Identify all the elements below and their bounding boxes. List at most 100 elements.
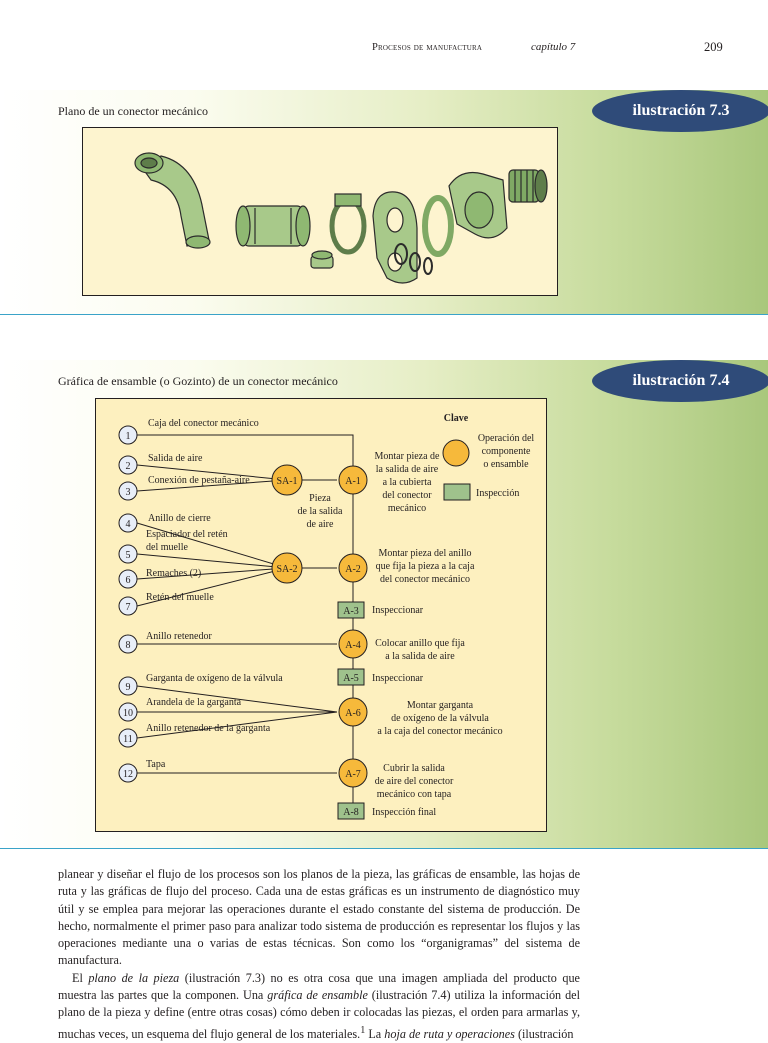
component-number: 6 xyxy=(126,575,131,586)
subassembly-circle xyxy=(271,464,303,496)
running-head: Procesos de manufactura capítulo 7 209 xyxy=(0,40,768,60)
component-circle xyxy=(118,763,138,783)
component-label: Anillo de cierre xyxy=(148,513,211,524)
operation-code: A-8 xyxy=(343,807,359,818)
component-number: 10 xyxy=(123,708,133,719)
operation-desc: a la cubierta xyxy=(383,477,432,488)
operation-desc: del conector mecánico xyxy=(380,574,470,585)
component-circle xyxy=(118,455,138,475)
component-number: 1 xyxy=(126,431,131,442)
component-label: Anillo retenedor xyxy=(146,631,212,642)
key-title: Clave xyxy=(444,413,469,424)
operation-desc: Inspeccionar xyxy=(372,605,424,616)
operation-nodes: A-1 A-2 A-3 A-4 A-5 A-6 A-7 A-8 xyxy=(337,465,368,820)
assembly-chart: 1 2 3 4 5 6 7 8 9 10 11 12 Caja del cone… xyxy=(95,398,547,832)
subassembly-circle xyxy=(271,552,303,584)
text-run: (ilustración xyxy=(514,1026,574,1041)
operation-code: A-6 xyxy=(345,708,361,719)
key-operation-label: Operación del xyxy=(478,433,535,444)
component-circle xyxy=(118,728,138,748)
component-number: 5 xyxy=(126,550,131,561)
chart-key: Clave Operación del componente o ensambl… xyxy=(442,413,535,501)
component-label: Conexión de pestaña-aire xyxy=(148,475,250,486)
key-operation-label: componente xyxy=(482,446,531,457)
component-circle xyxy=(118,569,138,589)
subassembly-note: Pieza xyxy=(309,493,331,504)
component-number: 2 xyxy=(126,461,131,472)
component-circle xyxy=(118,634,138,654)
component-labels: Caja del conector mecánico Salida de air… xyxy=(146,418,283,770)
term-grafica-de-ensamble: gráfica de ensamble xyxy=(267,988,368,1003)
component-label: Caja del conector mecánico xyxy=(148,418,259,429)
subassembly-code: SA-2 xyxy=(276,564,297,575)
text-run: (ilustración 7.3) no es otra cosa que un… xyxy=(58,970,580,1003)
section-rule xyxy=(0,848,768,849)
operation-desc: Cubrir la salida xyxy=(383,763,445,774)
component-number: 3 xyxy=(126,487,131,498)
page-number: 209 xyxy=(704,40,723,54)
chapter-label: capítulo 7 xyxy=(531,41,576,53)
operation-desc: mecánico con tapa xyxy=(377,789,452,800)
component-circles xyxy=(118,425,138,783)
component-number: 9 xyxy=(126,682,131,693)
component-label: Tapa xyxy=(146,759,166,770)
operation-descriptions: Montar pieza de la salida de aire a la c… xyxy=(372,451,503,818)
subassembly-code: SA-1 xyxy=(276,476,297,487)
component-circle xyxy=(118,596,138,616)
connector-parts-illustration xyxy=(134,152,548,284)
gozinto-chart: 1 2 3 4 5 6 7 8 9 10 11 12 Caja del cone… xyxy=(118,413,535,820)
component-label: Arandela de la garganta xyxy=(146,697,242,708)
component-label: Retén del muelle xyxy=(146,592,214,603)
subassembly-note: de la salida xyxy=(298,506,344,517)
operation-desc: Montar garganta xyxy=(407,700,474,711)
operation-desc: de aire del conector xyxy=(375,776,454,787)
operation-desc: a la caja del conector mecánico xyxy=(377,726,502,737)
operation-desc: de oxígeno de la válvula xyxy=(391,713,489,724)
operation-desc: la salida de aire xyxy=(376,464,439,475)
paragraph: El plano de la pieza (ilustración 7.3) n… xyxy=(58,970,580,1043)
component-number: 8 xyxy=(126,640,131,651)
component-label: Salida de aire xyxy=(148,453,203,464)
operation-code: A-2 xyxy=(345,564,361,575)
paragraph: planear y diseñar el flujo de los proces… xyxy=(58,867,580,968)
component-circle xyxy=(118,676,138,696)
inspection-box xyxy=(337,802,365,820)
operation-desc: Inspección final xyxy=(372,807,436,818)
component-number: 12 xyxy=(123,769,133,780)
figure-7-3-label: ilustración 7.3 xyxy=(592,90,768,132)
inspection-box xyxy=(337,601,365,619)
operation-desc: que fija la pieza a la caja xyxy=(376,561,475,572)
operation-desc: mecánico xyxy=(388,503,426,514)
component-circle xyxy=(118,481,138,501)
operation-circle xyxy=(338,758,368,788)
operation-circle xyxy=(338,553,368,583)
component-label: Remaches (2) xyxy=(146,568,201,579)
key-inspection-symbol xyxy=(443,483,471,501)
component-label: Espaciador del retén xyxy=(146,529,228,540)
operation-code: A-1 xyxy=(345,476,361,487)
operation-desc: Montar pieza de xyxy=(375,451,441,462)
operation-code: A-4 xyxy=(345,640,361,651)
operation-code: A-5 xyxy=(343,673,359,684)
book-title: Procesos de manufactura xyxy=(372,42,483,53)
component-number: 11 xyxy=(123,734,133,745)
component-label: del muelle xyxy=(146,542,188,553)
component-numbers: 1 2 3 4 5 6 7 8 9 10 11 12 xyxy=(123,431,133,780)
text-run: La xyxy=(365,1026,385,1041)
operation-desc: del conector xyxy=(382,490,432,501)
component-circle xyxy=(118,425,138,445)
connector-exploded-drawing xyxy=(82,127,558,296)
operation-desc: Inspeccionar xyxy=(372,673,424,684)
term-hoja-de-ruta: hoja de ruta y operaciones xyxy=(384,1026,515,1041)
key-operation-label: o ensamble xyxy=(483,459,529,470)
component-label: Garganta de oxígeno de la válvula xyxy=(146,673,283,684)
figure-7-3-caption: Plano de un conector mecánico xyxy=(58,104,208,118)
chart-lines xyxy=(136,434,354,811)
operation-desc: a la salida de aire xyxy=(385,651,455,662)
term-plano-de-la-pieza: plano de la pieza xyxy=(88,970,180,985)
component-number: 7 xyxy=(126,602,131,613)
operation-code: A-3 xyxy=(343,606,359,617)
operation-desc: Colocar anillo que fija xyxy=(375,638,465,649)
component-circle xyxy=(118,702,138,722)
figure-7-4-label: ilustración 7.4 xyxy=(592,360,768,402)
